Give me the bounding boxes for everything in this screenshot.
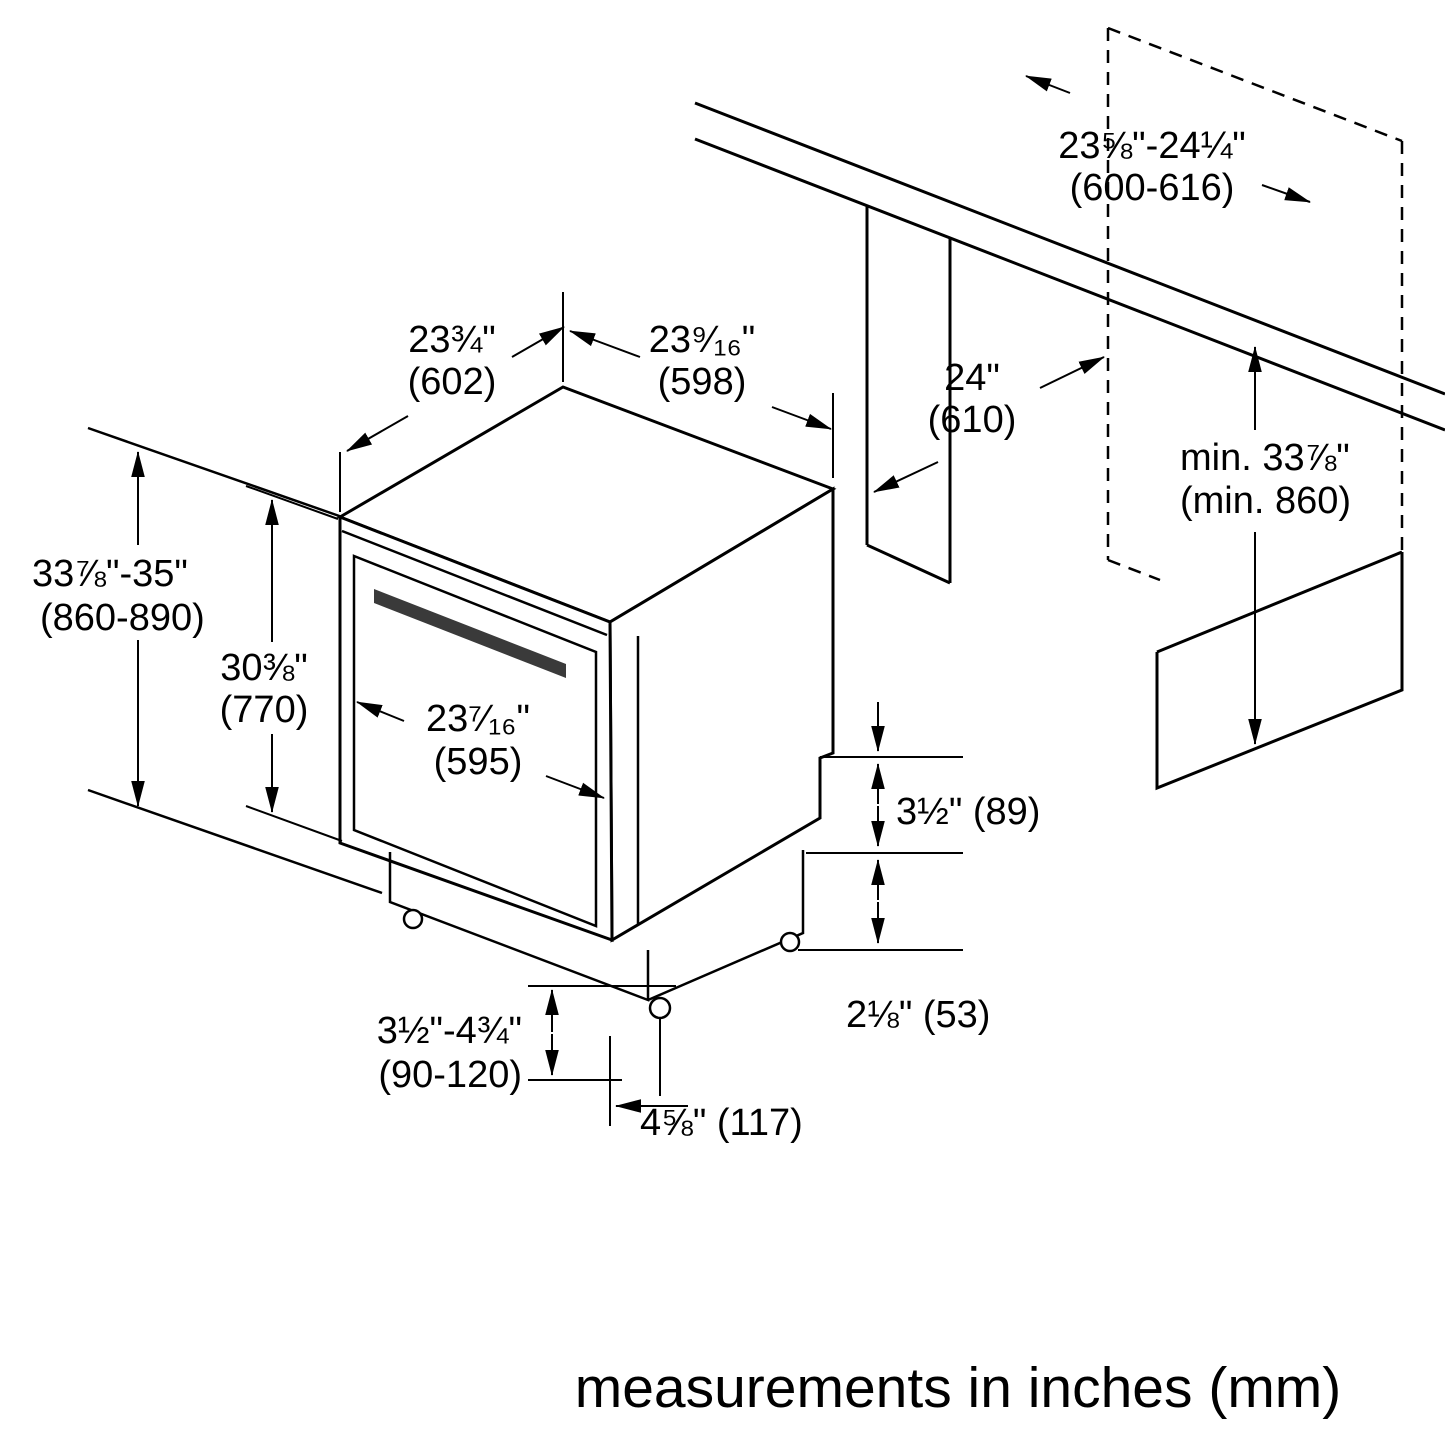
door-width-label-line2: (595) [434, 741, 523, 783]
dishwasher-front-face [338, 514, 614, 943]
niche-width-arrow-left [1025, 75, 1071, 94]
cabinet-side-panel [865, 206, 952, 585]
niche-width-label-line2: (600-616) [1070, 167, 1235, 209]
toe-kick-height-label: 3½" (89) [896, 791, 1040, 833]
dishwasher-edge-lines [341, 529, 640, 924]
niche-height-label-line1: min. 33⅞" [1180, 437, 1350, 479]
top-depth-arrow-right [511, 326, 565, 358]
cabinet-plinth [1155, 550, 1404, 791]
top-width-arrow-right [771, 406, 832, 430]
top-width-arrow-left [569, 330, 641, 358]
cabinet-niche [694, 26, 1445, 791]
niche-depth-arrow-left [873, 461, 939, 493]
countertop-lines [694, 101, 1445, 432]
leveling-range-label-line1: 3½"-4¾" [377, 1010, 522, 1052]
niche-depth-arrow-right [1039, 356, 1105, 389]
leveling-foot-rear [779, 931, 801, 953]
top-depth-arrow-left [346, 415, 409, 452]
overall-height-label-line2: (860-890) [40, 597, 205, 639]
door-width-label-line1: 23⁷⁄₁₆" [426, 698, 530, 740]
top-depth-label-line1: 23¾" [408, 319, 495, 361]
niche-width-label-line1: 23⅝"-24¼" [1058, 125, 1246, 167]
niche-depth-label-line1: 24" [944, 357, 1000, 399]
dishwasher-door-outline [352, 554, 598, 928]
floor-reference-lines [87, 426, 383, 895]
top-depth-label-line2: (602) [408, 361, 497, 403]
niche-height-label-line2: (min. 860) [1180, 480, 1351, 522]
niche-width-arrow-right [1261, 184, 1311, 203]
foot-setback-label: 4⅝" (117) [640, 1102, 803, 1144]
door-handle [374, 589, 566, 678]
diagram-caption: measurements in inches (mm) [575, 1356, 1342, 1420]
door-width-arrow-right [545, 775, 605, 799]
top-width-label-line1: 23⁹⁄₁₆" [649, 319, 756, 361]
leveling-range-label-line2: (90-120) [378, 1054, 522, 1096]
door-width-arrow-left [356, 701, 405, 722]
base-height-label: 2⅛" (53) [846, 994, 990, 1036]
dimension-arrows [131, 75, 1311, 1113]
dimension-labels: 33⅞"-35" (860-890) 30⅜" (770) 23¾" (602)… [32, 125, 1351, 1144]
door-height-label-line1: 30⅜" [220, 647, 307, 689]
floor-line-lower [87, 788, 383, 895]
dishwasher [336, 385, 837, 1020]
leveling-foot-front [648, 996, 672, 1020]
niche-dashed-outline [1106, 26, 1404, 582]
door-height-label-line2: (770) [220, 689, 309, 731]
niche-depth-label-line2: (610) [928, 399, 1017, 441]
leveling-foot-left [402, 908, 424, 930]
top-width-label-line2: (598) [658, 361, 747, 403]
dishwasher-base [388, 850, 805, 1002]
overall-height-label-line1: 33⅞"-35" [32, 553, 188, 595]
floor-line-upper [87, 426, 346, 520]
